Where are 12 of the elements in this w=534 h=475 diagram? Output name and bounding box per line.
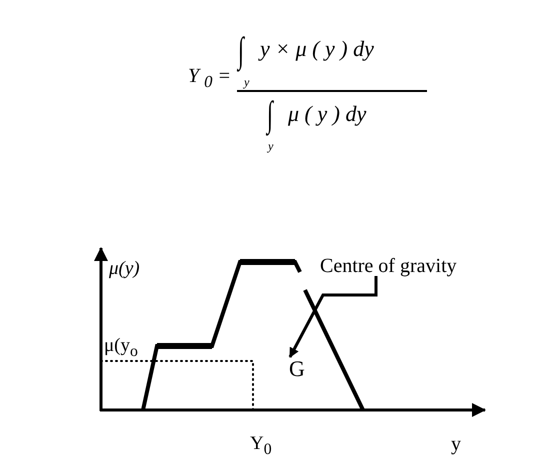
- formula-term: μ ( y ) dy: [288, 103, 366, 125]
- axis-value-label: Y$_{0}$: [250, 434, 272, 458]
- formula-term: Y $_{0}$ =: [188, 66, 231, 91]
- axis-value-label: μ(y$_{o}$: [104, 336, 138, 360]
- callout-text: Centre of gravity: [320, 256, 457, 276]
- leader-arrow: [288, 276, 378, 358]
- integral-limit: y: [244, 76, 250, 88]
- centroid-label: G: [289, 358, 305, 380]
- integral-limit: y: [268, 140, 274, 152]
- axis-label: y: [451, 434, 461, 454]
- axis-label: μ(y): [109, 259, 140, 278]
- formula-term: y × μ ( y ) dy: [260, 38, 374, 60]
